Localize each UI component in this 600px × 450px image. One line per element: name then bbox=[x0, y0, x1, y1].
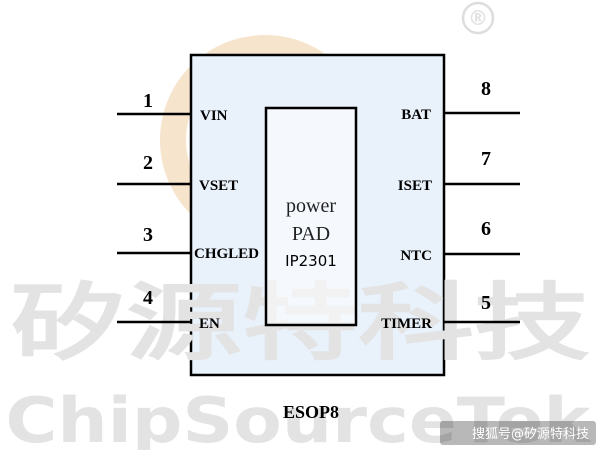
pin-4-name: EN bbox=[199, 316, 220, 332]
source-credit: 搜狐号@矽源特科技 bbox=[472, 427, 589, 442]
power-pad bbox=[264, 106, 358, 327]
pin-7-name: ISET bbox=[398, 178, 432, 194]
pin-5-name: TIMER bbox=[381, 316, 432, 332]
registered-mark-circle bbox=[461, 1, 495, 35]
registered-mark: ® bbox=[468, 6, 488, 30]
pin-3-number: 3 bbox=[143, 224, 153, 246]
pin-6-name: NTC bbox=[400, 248, 432, 264]
pin-7-number: 7 bbox=[481, 148, 491, 170]
watermark-en-name: ChipSourceTek bbox=[6, 384, 593, 450]
pin-2-name: VSET bbox=[199, 178, 238, 194]
power-pad-label-line2: PAD bbox=[292, 223, 330, 245]
chip-part-number: IP2301 bbox=[285, 252, 337, 270]
pin-6-number: 6 bbox=[481, 218, 491, 240]
credit-backdrop bbox=[440, 421, 596, 445]
power-pad-label-line1: power bbox=[286, 195, 336, 217]
pin-1-number: 1 bbox=[143, 90, 153, 112]
pin-3-name: CHGLED bbox=[194, 246, 259, 262]
pin-1-name: VIN bbox=[200, 108, 228, 124]
pin-4-number: 4 bbox=[143, 287, 153, 309]
package-name: ESOP8 bbox=[283, 402, 339, 422]
pin-8-name: BAT bbox=[401, 107, 431, 123]
pin-5-number: 5 bbox=[481, 292, 491, 314]
pin-2-number: 2 bbox=[143, 152, 153, 174]
pin-8-number: 8 bbox=[481, 78, 491, 100]
